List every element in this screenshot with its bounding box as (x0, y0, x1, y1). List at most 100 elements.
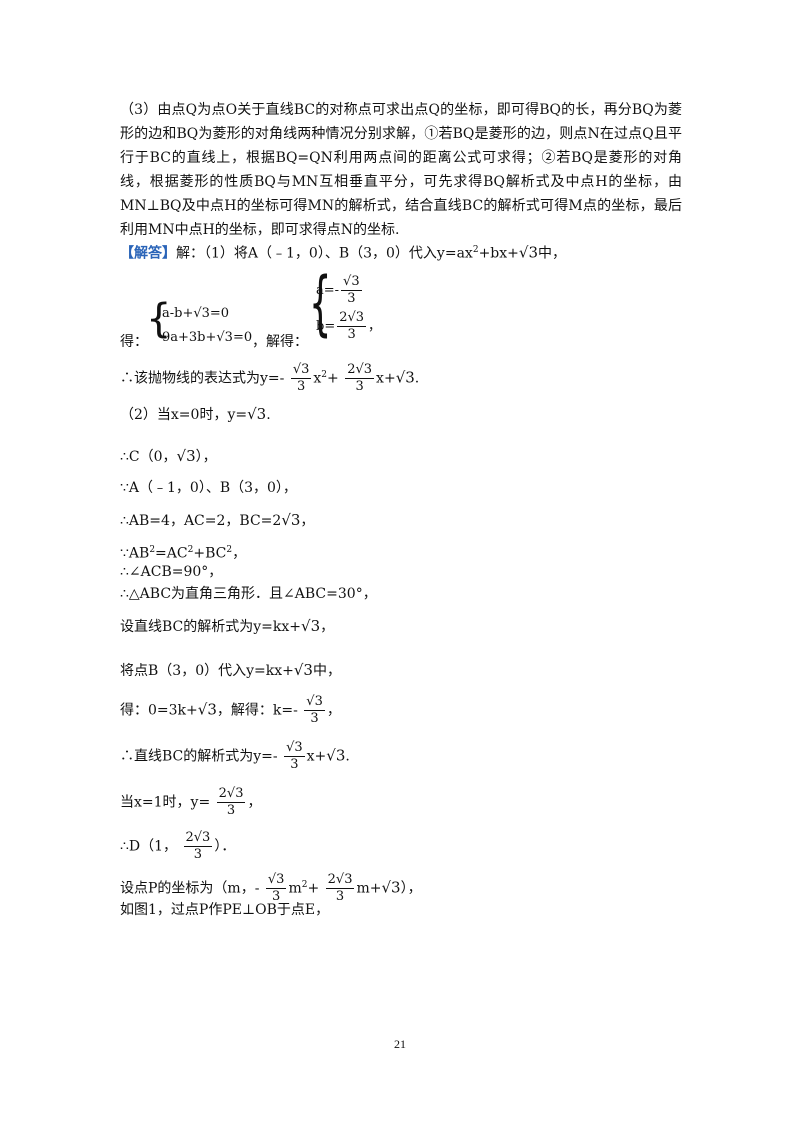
sqrt3: √3 (326, 746, 346, 765)
solve-label: ，解得： (252, 334, 308, 350)
text: m+ (356, 880, 382, 897)
text: ∴AB=4，AC=2，BC=2 (120, 513, 282, 529)
text: ∵AB (120, 545, 150, 562)
text: ， (247, 794, 262, 811)
system-prefix: 得： (120, 334, 148, 350)
sqrt3: √3 (395, 368, 415, 387)
line-6: ∵AB2=AC2+BC2， (120, 540, 246, 564)
text: ）， (400, 880, 422, 897)
text: ，解得：k= (216, 702, 294, 719)
text: + (327, 370, 339, 387)
text: +bx+ (478, 245, 519, 262)
superscript: 2 (226, 545, 233, 555)
text: 当x=1时，y= (120, 794, 211, 811)
text: m (288, 880, 302, 897)
equation-2: 9a+3b+√3=0 (162, 330, 253, 345)
text: ， (368, 319, 382, 334)
line-2: （2）当x=0时，y=√3. (120, 404, 271, 425)
superscript: 2 (301, 879, 308, 890)
text: . (345, 748, 350, 765)
superscript: 2 (321, 369, 328, 380)
superscript: 2 (149, 545, 156, 555)
line-10: 将点B（3，0）代入y=kx+√3中， (120, 660, 341, 681)
sqrt3: √3 (247, 405, 267, 423)
text: 得：0=3k+ (120, 702, 198, 719)
text: +BC (193, 545, 227, 562)
numerator: 2√3 (345, 362, 375, 379)
denominator: 3 (310, 711, 319, 726)
text: 中， (538, 245, 566, 262)
text: . (266, 407, 271, 423)
text: ， (320, 619, 335, 635)
text: x+ (376, 370, 396, 387)
denominator: 3 (193, 847, 203, 862)
answer-tag: 【解答】 (120, 245, 176, 262)
minus: - (279, 370, 285, 387)
text: （2）当x=0时，y= (120, 407, 248, 423)
left-brace-icon: { (146, 296, 172, 342)
text: ， (300, 513, 315, 529)
sqrt3: √3 (197, 700, 217, 719)
numerator: 2√3 (183, 830, 213, 847)
superscript: 2 (187, 545, 194, 555)
text: 设直线BC的解析式为y=kx+ (120, 619, 302, 635)
numerator: 2√3 (216, 786, 246, 803)
text: x (313, 370, 322, 387)
text: ， (326, 702, 341, 719)
denominator: 3 (335, 889, 345, 904)
line-16: 如图1，过点P作PE⊥OB于点E， (120, 902, 330, 918)
text: 将点B（3，0）代入y=kx+ (120, 663, 294, 679)
text: ∴D（1， (120, 838, 178, 855)
text: . (414, 370, 420, 387)
numerator: √3 (290, 362, 312, 379)
minus: - (293, 702, 298, 719)
line-3: ∴C（0，√3）， (120, 446, 217, 467)
denominator: 3 (272, 889, 281, 904)
sqrt3: √3 (518, 243, 538, 262)
text: ∴直线BC的解析式为y= (120, 748, 273, 765)
numerator: 2√3 (337, 310, 367, 327)
line-9: 设直线BC的解析式为y=kx+√3， (120, 616, 334, 637)
text: x+ (306, 748, 327, 765)
text: ∴C（0， (120, 449, 177, 465)
text: ∴该抛物线的表达式为y= (120, 370, 280, 387)
denominator: 3 (347, 291, 356, 306)
numerator: √3 (265, 872, 287, 889)
text: 设点P的坐标为（m， (120, 880, 255, 897)
analysis-paragraph: （3）由点Q为点O关于直线BC的对称点可求出点Q的坐标，即可得BQ的长，再分BQ… (120, 102, 682, 238)
answer-line-1: 【解答】解：（1）将A（﹣1，0）、B（3，0）代入y=ax2+bx+√3中， (120, 240, 566, 264)
denominator: 3 (290, 757, 299, 772)
sqrt3: √3 (176, 447, 196, 465)
page-number: 21 (394, 1037, 406, 1051)
line-5: ∴AB=4，AC=2，BC=2√3， (120, 510, 314, 531)
sqrt3: √3 (381, 878, 401, 897)
text: ， (232, 545, 247, 562)
text: a=- (316, 283, 340, 298)
left-brace-icon-2: { (309, 262, 332, 344)
line-4: ∵A（﹣1，0）、B（3，0）， (120, 480, 297, 496)
text: =AC (155, 545, 188, 562)
sqrt3: √3 (301, 617, 321, 635)
text: 解：（1）将A（﹣1，0）、B（3，0）代入y=ax (176, 245, 473, 262)
sqrt3: √3 (293, 661, 313, 679)
denominator: 3 (347, 327, 356, 342)
denominator: 3 (296, 379, 306, 394)
minus: - (254, 880, 260, 897)
text: b= (316, 319, 336, 334)
numerator: 2√3 (325, 872, 355, 889)
